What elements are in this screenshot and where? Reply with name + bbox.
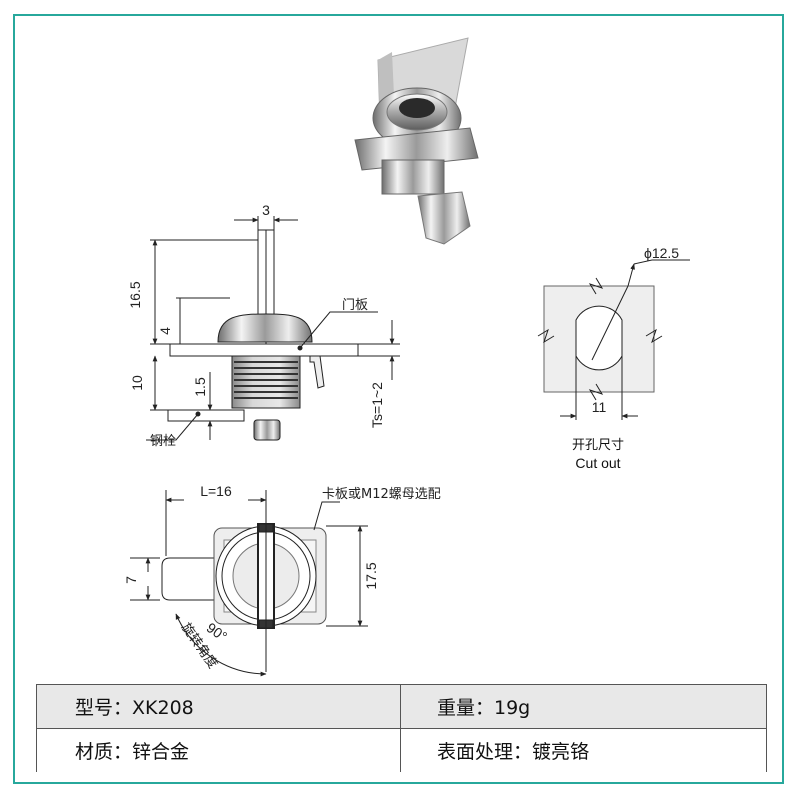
cutout-title-cn: 开孔尺寸	[572, 438, 624, 453]
spec-row-1: 型号：XK208 重量：19g	[37, 685, 766, 729]
cutout-title-en: Cut out	[575, 455, 620, 471]
dim-collar: 4	[157, 327, 173, 335]
cutout-drawing	[537, 259, 690, 420]
dim-height-top: 16.5	[127, 281, 143, 308]
spec-model: 型号：XK208	[37, 685, 401, 728]
label-steel-cam: 钢栓	[150, 434, 176, 449]
spec-weight: 重量：19g	[437, 697, 531, 719]
side-view-drawing	[146, 216, 400, 441]
spec-row-2: 材质：锌合金 表面处理：镀亮铬	[37, 729, 766, 772]
dim-cam-thickness: 1.5	[192, 377, 208, 397]
dim-nut-height: 17.5	[363, 562, 379, 589]
label-door-panel: 门板	[342, 298, 368, 313]
spec-finish: 表面处理：镀亮铬	[437, 741, 590, 763]
dim-cutout-diameter: ϕ12.5	[644, 245, 679, 261]
spec-material: 材质：锌合金	[37, 729, 401, 772]
bottom-view-drawing	[130, 490, 368, 677]
dim-length: L=16	[200, 483, 232, 499]
label-clip-or-nut: 卡板或M12螺母选配	[322, 487, 441, 502]
product-photo	[354, 37, 479, 245]
outer-frame	[13, 14, 784, 784]
dim-cam-width: 7	[123, 576, 139, 584]
dim-cutout-flat: 11	[592, 399, 607, 415]
spec-table: 型号：XK208 重量：19g 材质：锌合金 表面处理：镀亮铬	[36, 684, 767, 772]
dim-shaft-width: 3	[262, 202, 270, 218]
dim-panel-thickness: Ts=1~2	[369, 382, 385, 428]
dim-height-body: 10	[129, 375, 145, 391]
